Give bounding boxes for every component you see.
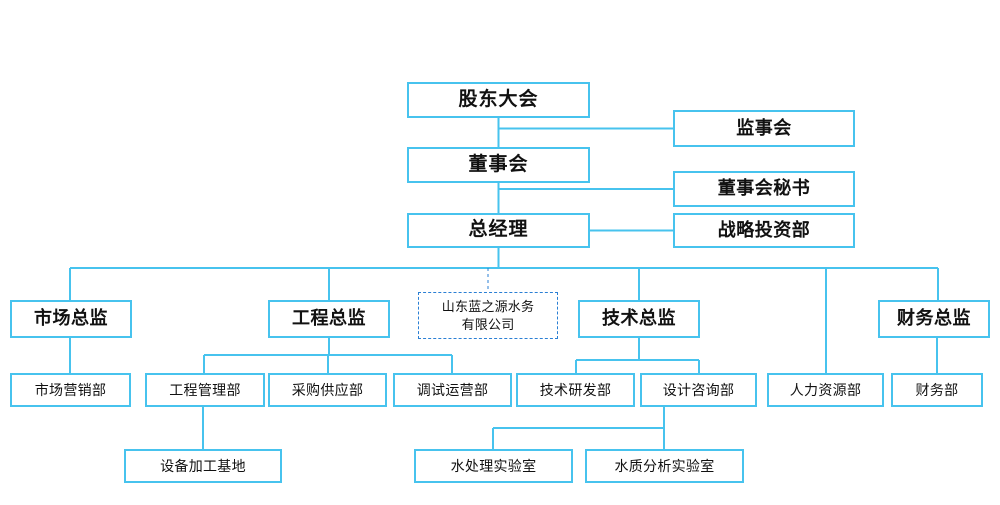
node-shareholders-meeting[interactable]: 股东大会 bbox=[407, 82, 590, 118]
node-hr-dept[interactable]: 人力资源部 bbox=[767, 373, 884, 407]
node-engineering-mgmt-dept[interactable]: 工程管理部 bbox=[145, 373, 265, 407]
node-supervisory-board[interactable]: 监事会 bbox=[673, 110, 855, 147]
node-equipment-base[interactable]: 设备加工基地 bbox=[124, 449, 282, 483]
node-company-note[interactable]: 山东蓝之源水务 有限公司 bbox=[418, 292, 558, 339]
node-procurement-supply-dept[interactable]: 采购供应部 bbox=[268, 373, 387, 407]
node-board-of-directors[interactable]: 董事会 bbox=[407, 147, 590, 183]
node-board-secretary[interactable]: 董事会秘书 bbox=[673, 171, 855, 207]
node-marketing-sales-dept[interactable]: 市场营销部 bbox=[10, 373, 131, 407]
node-finance-director[interactable]: 财务总监 bbox=[878, 300, 990, 338]
node-strategic-investment-dept[interactable]: 战略投资部 bbox=[673, 213, 855, 248]
node-tech-rd-dept[interactable]: 技术研发部 bbox=[516, 373, 635, 407]
node-water-quality-lab[interactable]: 水质分析实验室 bbox=[585, 449, 744, 483]
node-water-treatment-lab[interactable]: 水处理实验室 bbox=[414, 449, 573, 483]
node-engineering-director[interactable]: 工程总监 bbox=[268, 300, 390, 338]
node-marketing-director[interactable]: 市场总监 bbox=[10, 300, 132, 338]
node-commissioning-ops-dept[interactable]: 调试运营部 bbox=[393, 373, 512, 407]
node-finance-dept[interactable]: 财务部 bbox=[891, 373, 983, 407]
node-design-consulting-dept[interactable]: 设计咨询部 bbox=[640, 373, 757, 407]
node-general-manager[interactable]: 总经理 bbox=[407, 213, 590, 248]
node-technical-director[interactable]: 技术总监 bbox=[578, 300, 700, 338]
